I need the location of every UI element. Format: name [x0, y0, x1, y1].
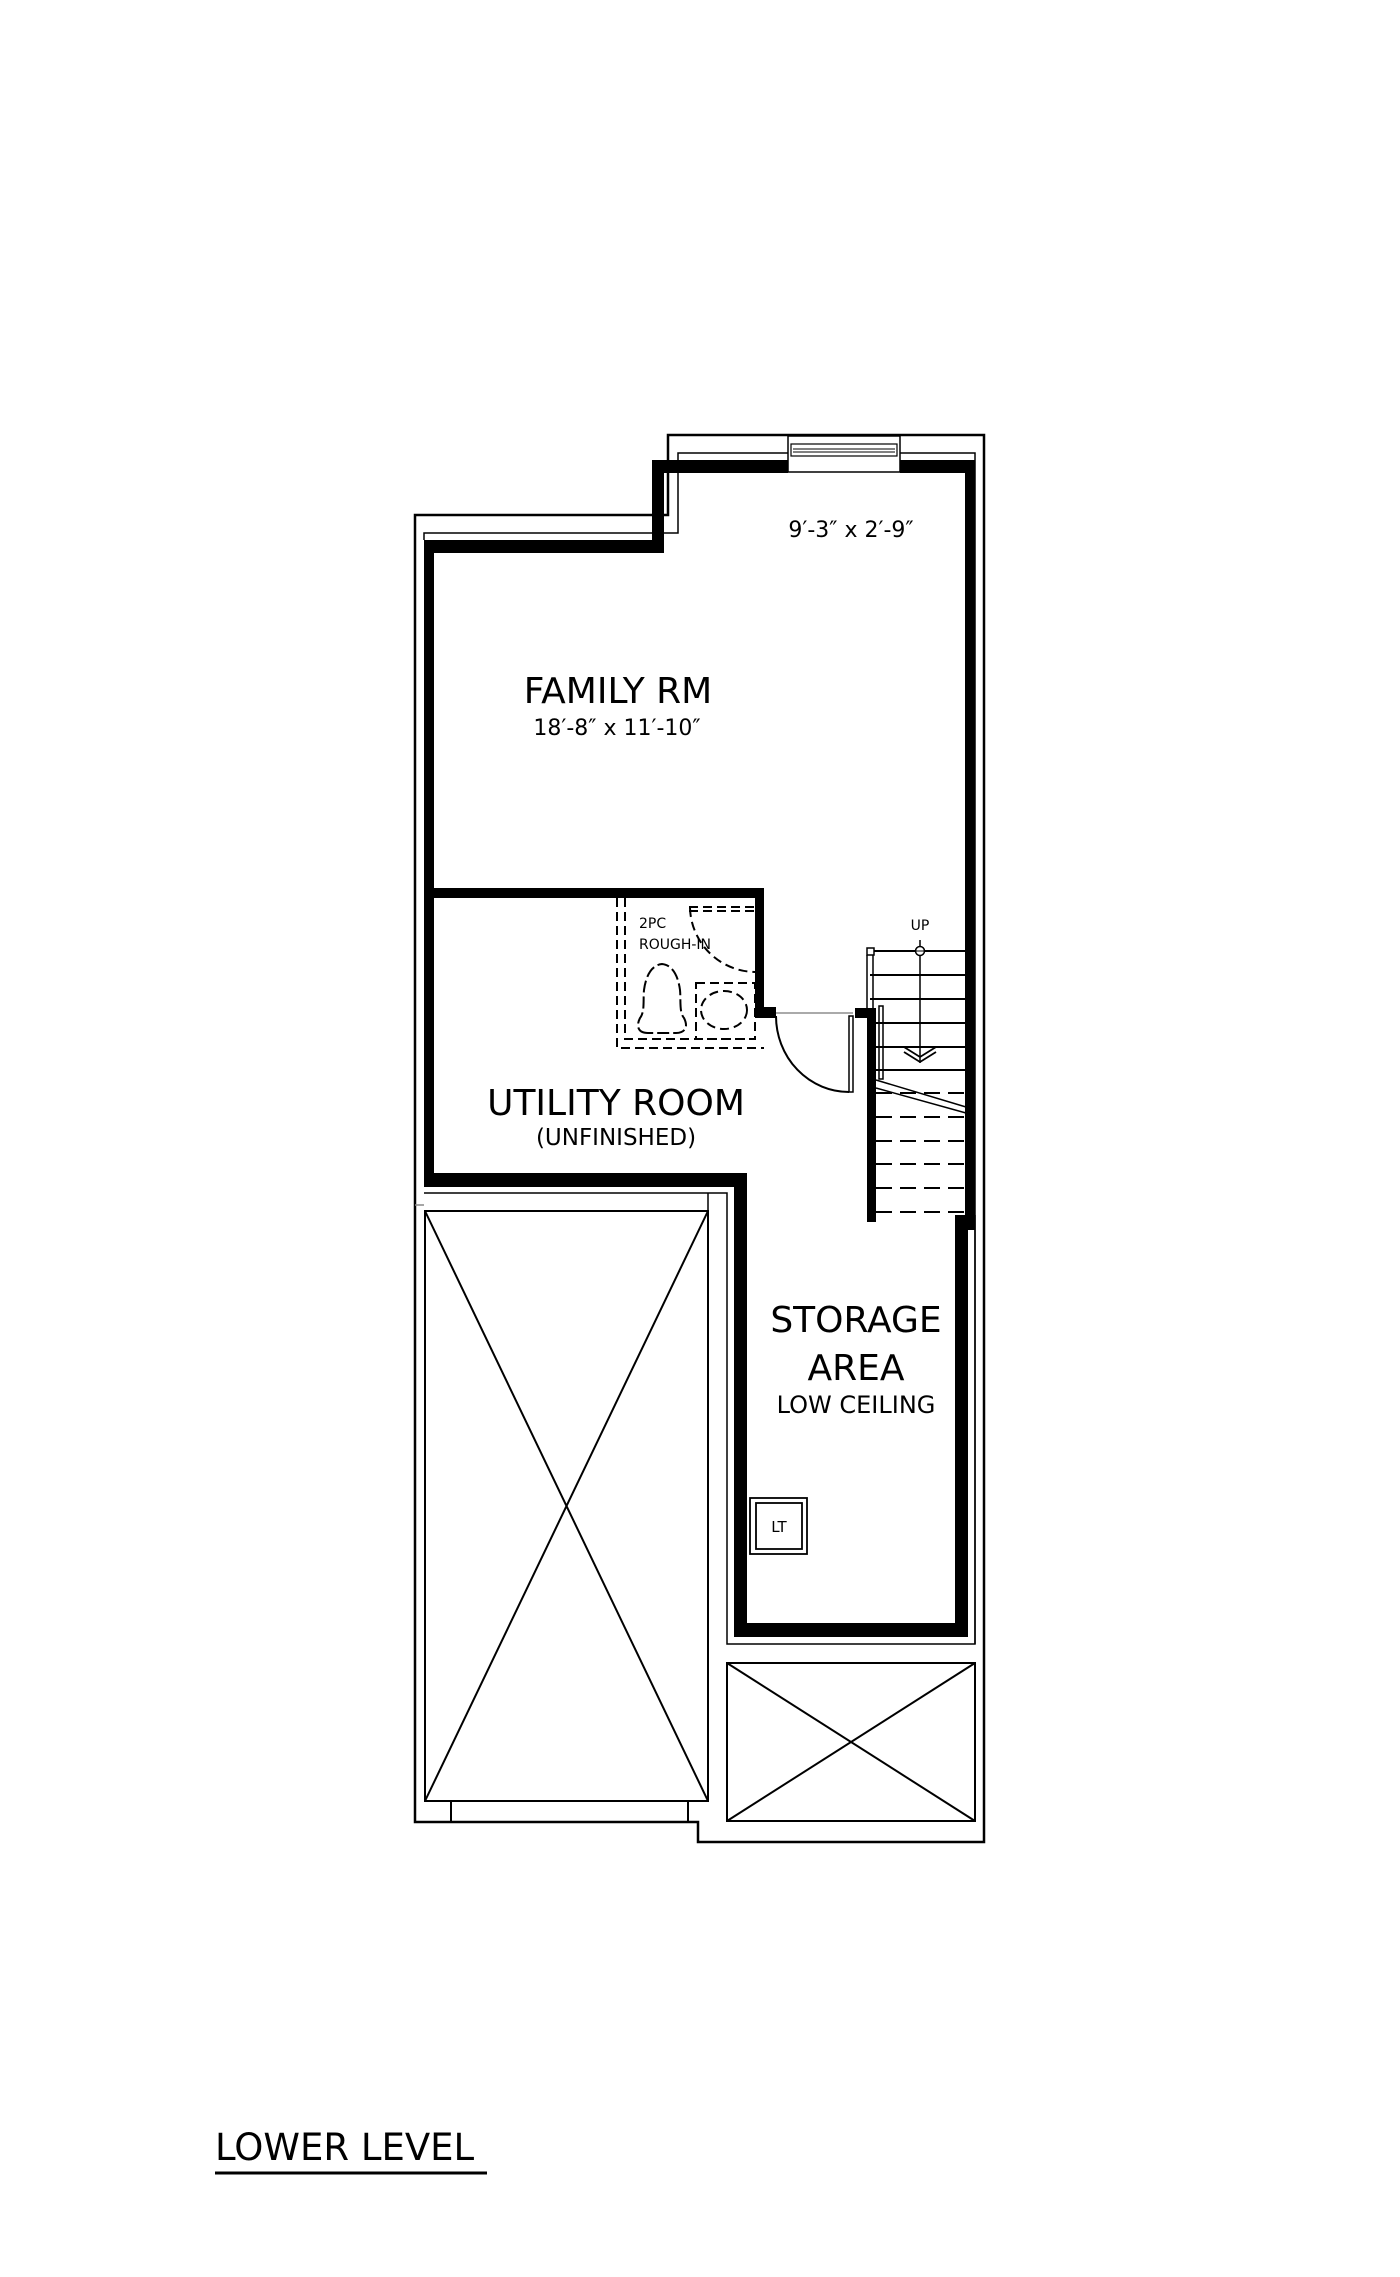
storage-area-name-line1: STORAGE — [770, 1300, 941, 1341]
family-room-dimensions: 18′-8″ x 11′-10″ — [533, 716, 700, 741]
thin-lines — [415, 460, 976, 1645]
open-below-area-left — [424, 1210, 709, 1822]
walls — [424, 460, 975, 1637]
utility-room-name: UTILITY ROOM — [487, 1083, 745, 1124]
level-title: LOWER LEVEL — [215, 2126, 475, 2169]
door[interactable] — [775, 1012, 854, 1093]
toilet-icon — [637, 962, 687, 1034]
utility-room-note: (UNFINISHED) — [536, 1125, 696, 1151]
bay-dimensions: 9′-3″ x 2′-9″ — [788, 518, 913, 543]
laundry-tub — [749, 1497, 808, 1555]
stairs-up-label: UP — [911, 918, 930, 934]
family-room-name: FAMILY RM — [524, 671, 713, 712]
open-below-area-right — [726, 1662, 976, 1822]
outer-outline — [413, 433, 986, 1844]
stairs — [866, 940, 967, 1213]
window — [787, 435, 901, 473]
storage-area-note: LOW CEILING — [777, 1391, 936, 1419]
inner-outline — [423, 452, 976, 540]
rough-in-label-line1: 2PC — [639, 916, 666, 932]
storage-area-name-line2: AREA — [807, 1348, 904, 1389]
rough-in-area — [616, 898, 764, 1049]
laundry-tub-label: LT — [771, 1518, 787, 1536]
rough-in-label-line2: ROUGH-IN — [639, 937, 711, 953]
